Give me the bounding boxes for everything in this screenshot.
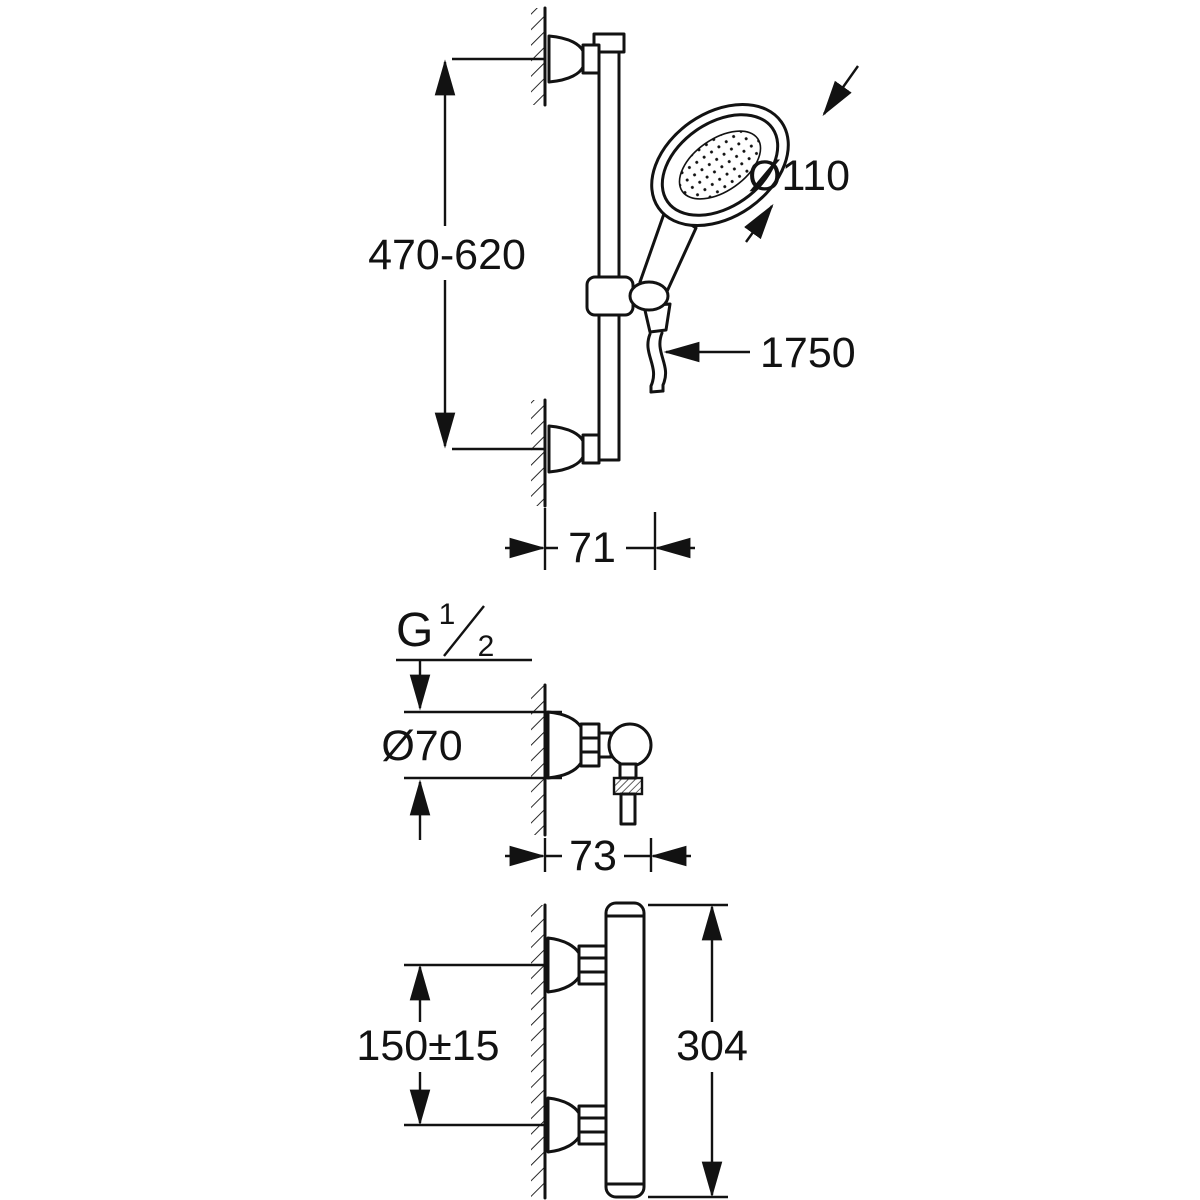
dim-connection-distance: 150±15 — [352, 963, 545, 1127]
dim-label-connection-distance: 150±15 — [356, 1022, 499, 1070]
dim-label-bar-height: 470-620 — [368, 231, 526, 279]
dim-head-diameter: Ø110 — [744, 65, 859, 243]
shower-hose — [646, 331, 668, 394]
dim-hose-length: 1750 — [663, 329, 856, 377]
wall-section-bottom — [531, 398, 547, 508]
wall-section-thermostat — [531, 903, 547, 1200]
dim-label-body-height: 304 — [676, 1022, 748, 1070]
dim-body-height: 304 — [648, 903, 754, 1199]
outlet-union-nut — [612, 776, 644, 796]
thread-denominator-label: 2 — [478, 630, 495, 663]
dim-label-rosette-diameter: Ø70 — [381, 722, 462, 770]
wall-section-valve — [531, 683, 547, 837]
thermostat-view: 150±15 304 — [352, 901, 754, 1200]
valve-body — [546, 710, 653, 826]
wall-mount-bottom — [547, 424, 601, 474]
thermostat-body — [604, 901, 646, 1199]
dim-label-hose-length: 1750 — [760, 329, 856, 377]
thread-numerator-label: 1 — [439, 598, 456, 631]
hand-shower-handle — [638, 206, 698, 334]
valve-view: G 1 2 Ø70 — [381, 598, 691, 880]
slide-bar — [592, 32, 626, 462]
dim-bar-height: 470-620 — [357, 57, 545, 451]
s-union-upper — [546, 936, 608, 994]
dim-thread: G 1 2 — [396, 598, 532, 711]
outlet-nipple — [619, 792, 637, 826]
thread-letter-label: G — [396, 604, 433, 657]
dim-rosette-diameter: Ø70 — [381, 710, 562, 840]
dim-label-wall-clearance: 71 — [568, 524, 616, 572]
dim-wall-clearance: 71 — [505, 508, 695, 572]
shower-rail-view: 470-620 Ø110 1750 71 — [357, 6, 859, 572]
hand-shower-head — [650, 102, 790, 228]
s-union-lower — [546, 1096, 608, 1154]
dim-label-head-diameter: Ø110 — [748, 152, 850, 200]
valve-handle-sphere — [607, 722, 653, 768]
glide-element-holder — [585, 275, 670, 317]
wall-section-top — [531, 6, 547, 107]
dim-label-wall-depth: 73 — [569, 832, 617, 880]
dim-wall-depth: 73 — [505, 832, 691, 880]
wall-mount-top — [547, 34, 601, 84]
